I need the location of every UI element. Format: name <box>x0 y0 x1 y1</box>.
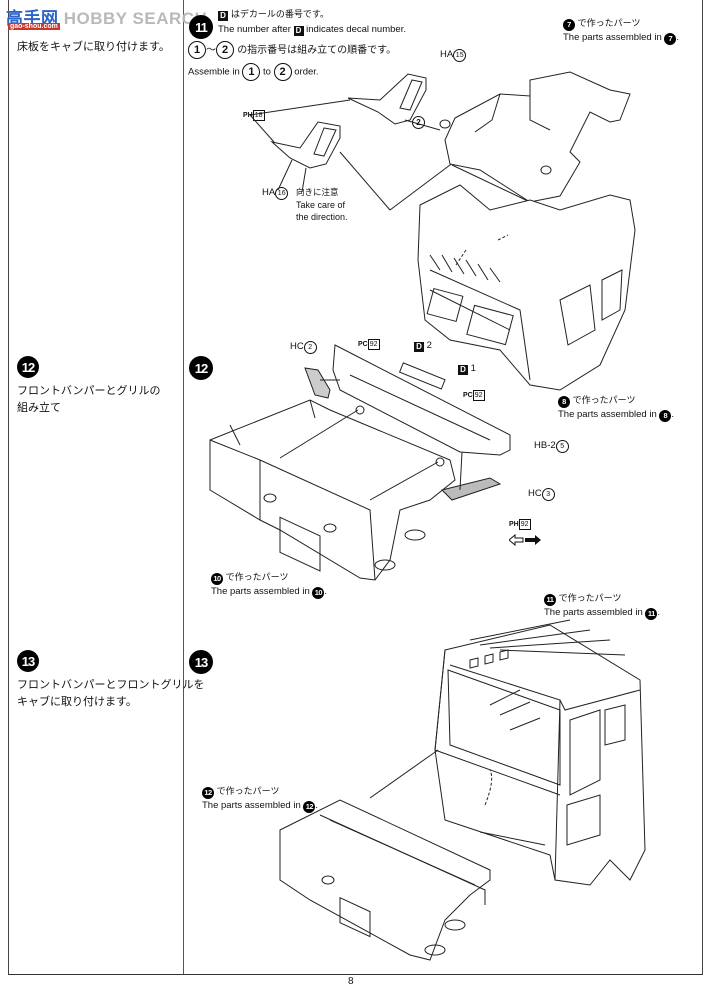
part-bumper-drawing <box>333 345 510 466</box>
ref-parts-12: 12 で作ったパーツ The parts assembled in 12. <box>202 786 319 813</box>
ref-jp: で作ったパーツ <box>572 396 636 406</box>
ref-badge-icon: 11 <box>544 593 556 606</box>
order-note-jp: 1～2 の指示番号は組み立ての順番です。 <box>188 41 396 59</box>
order-note-en-mid: to <box>263 66 271 78</box>
ref-en: The parts assembled in <box>211 586 310 597</box>
watermark-url: gao-shou.com <box>8 23 60 30</box>
ref-en: The parts assembled in <box>202 800 301 811</box>
column-divider <box>183 0 184 974</box>
part-hc3-drawing <box>442 478 500 500</box>
ref-badge-icon: 10 <box>211 572 223 585</box>
step-12-diagram <box>200 350 540 580</box>
step-13-description-line-2: キャブに取り付けます。 <box>17 695 137 708</box>
direction-note-en-1: Take care of <box>296 200 346 210</box>
decal-note-jp: D はデカールの番号です。 <box>218 9 329 22</box>
ref-badge-icon: 8 <box>558 395 570 408</box>
decal-note-jp-text: はデカールの番号です。 <box>230 10 329 20</box>
part-chassis-front-drawing <box>210 400 455 580</box>
ref-badge-icon: 11 <box>645 607 658 620</box>
decal-d-icon: D <box>218 11 228 21</box>
decal-note-en-suffix: indicates decal number. <box>306 24 406 35</box>
ref-badge-icon: 12 <box>202 786 214 799</box>
decal-d-icon: D <box>293 26 304 36</box>
part-ha15-drawing <box>348 74 426 124</box>
step-12-description-line-1: フロントバンパーとグリルの <box>17 384 161 397</box>
watermark-text: HOBBY SEARCH <box>63 9 208 28</box>
order-1-icon: 1 <box>188 41 206 59</box>
ref-badge-icon: 12 <box>303 800 316 813</box>
step-13-badge: 13 <box>189 650 213 674</box>
part-ha16-drawing <box>272 122 340 168</box>
order-note-jp-text: の指示番号は組み立ての順番です。 <box>237 45 397 56</box>
ref-jp: で作ったパーツ <box>577 19 641 29</box>
step-number-badge: 13 <box>17 650 39 672</box>
order-1-icon: 1 <box>242 63 261 81</box>
order-2-icon: 2 <box>273 63 292 81</box>
part-front-assembly-drawing <box>280 800 490 960</box>
step-13-description-line-1: フロントバンパーとフロントグリルを <box>17 678 205 691</box>
decal-note-en: The number after D indicates decal numbe… <box>218 23 406 36</box>
ref-en: The parts assembled in <box>563 32 662 43</box>
part-hc2-drawing <box>305 368 330 398</box>
step-12-description: フロントバンパーとグリルの 組み立て <box>17 382 161 416</box>
decal-label-d1: D 1 <box>458 363 476 375</box>
ref-badge-icon: 10 <box>312 586 325 599</box>
step-number-badge: 11 <box>189 15 213 39</box>
order-note-en-prefix: Assemble in <box>188 66 240 78</box>
ref-en: The parts assembled in <box>544 607 643 618</box>
order-note-en: Assemble in 1 to 2 order. <box>188 63 319 81</box>
step-13-left-badge: 13 <box>17 650 39 672</box>
watermark: 高手网 HOBBY SEARCH gao-shou.com <box>6 4 208 30</box>
tilde: ～ <box>206 45 216 56</box>
ref-parts-10: 10 で作ったパーツ The parts assembled in 10. <box>211 572 328 599</box>
ref-badge-icon: 7 <box>563 18 575 31</box>
step-13-description: フロントバンパーとフロントグリルを キャブに取り付けます。 <box>17 676 205 710</box>
order-note-en-suffix: order. <box>294 66 319 78</box>
step-12-left-badge: 12 <box>17 356 39 378</box>
ref-parts-7: 7 で作ったパーツ The parts assembled in 7. <box>563 18 680 45</box>
step-number-badge: 12 <box>17 356 39 378</box>
step-11-badge: 11 <box>189 15 213 39</box>
part-cab-lower-drawing <box>418 185 635 390</box>
step-number-badge: 13 <box>189 650 213 674</box>
ref-jp: で作ったパーツ <box>558 594 622 604</box>
direction-arrows-icon <box>508 531 541 547</box>
direction-note-en-2: the direction. <box>296 212 348 222</box>
ref-badge-icon: 8 <box>659 409 672 422</box>
step-number-badge: 12 <box>189 356 213 380</box>
ref-parts-11: 11 で作ったパーツ The parts assembled in 11. <box>544 593 661 620</box>
page-frame <box>8 0 703 975</box>
ref-parts-8: 8 で作ったパーツ The parts assembled in 8. <box>558 395 675 422</box>
step-12-badge: 12 <box>189 356 213 380</box>
ref-jp: で作ったパーツ <box>225 573 289 583</box>
step-13-diagram <box>270 620 650 970</box>
ref-jp: で作ったパーツ <box>216 787 280 797</box>
part-floor-drawing <box>440 72 630 202</box>
direction-note-jp: 向きに注意 <box>296 188 339 198</box>
page-number: 8 <box>348 976 354 987</box>
direction-note: 向きに注意 Take care of the direction. <box>296 187 348 223</box>
part-cab-drawing <box>435 620 645 885</box>
step-12-description-line-2: 組み立て <box>17 401 61 414</box>
order-2-icon: 2 <box>216 41 234 59</box>
step-11-diagram <box>230 60 650 390</box>
ref-en: The parts assembled in <box>558 409 657 420</box>
decal-label-d2: D 2 <box>414 340 432 352</box>
ref-badge-icon: 7 <box>664 32 677 45</box>
step-11-description: 床板をキャブに取り付けます。 <box>17 40 170 53</box>
decal-note-en-prefix: The number after <box>218 24 291 35</box>
